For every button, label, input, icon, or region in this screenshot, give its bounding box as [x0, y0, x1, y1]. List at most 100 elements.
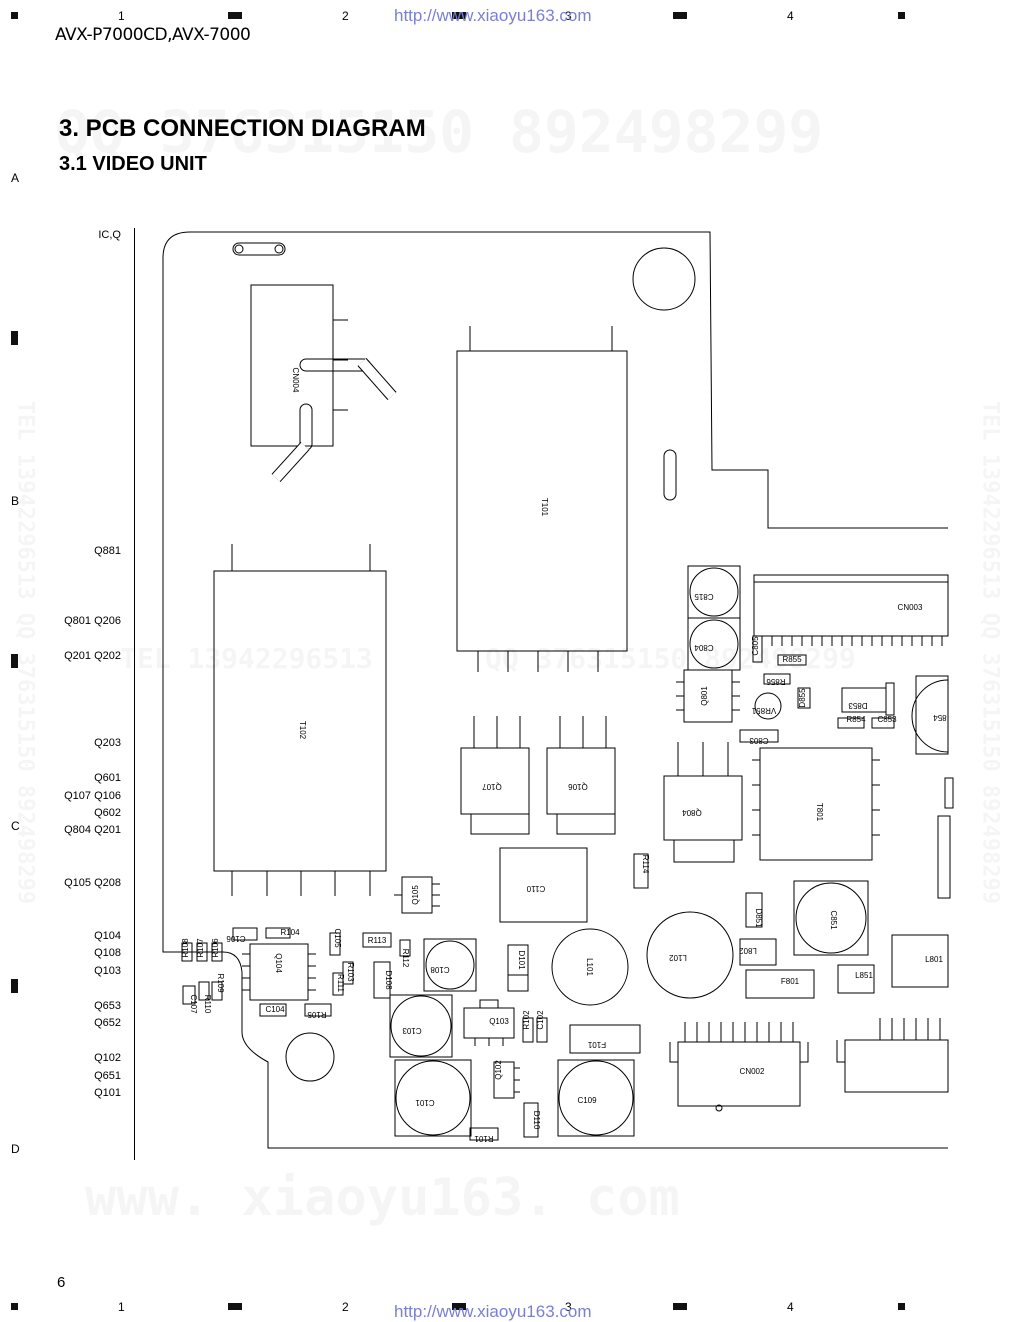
ic-q-label: Q651: [94, 1070, 121, 1082]
row-letter: C: [11, 819, 20, 833]
r107-label: R107: [196, 938, 205, 958]
ic-q-label: Q101: [94, 1087, 121, 1099]
r104-label: R104: [280, 928, 300, 937]
cn002-connector: [677, 1041, 801, 1107]
row-letter: B: [11, 494, 20, 508]
r107-resistor: [196, 942, 208, 962]
registration-mark: [898, 12, 905, 19]
l102-inductor: [646, 911, 734, 999]
r102-resistor: [522, 1017, 534, 1043]
l102-label: L102: [669, 953, 687, 962]
c106-label: C106: [226, 934, 246, 943]
registration-mark: [898, 1303, 905, 1310]
c851-label: C851: [829, 910, 838, 930]
c805-capacitor: [752, 635, 763, 663]
r856-label: R856: [766, 677, 786, 686]
r108-label: R108: [181, 938, 190, 958]
c853-capacitor: [871, 717, 895, 729]
d855-diode: [797, 687, 811, 709]
vr851-potentiometer: [754, 692, 782, 720]
ic-q-label: Q652: [94, 1017, 121, 1029]
c803-capacitor: [739, 729, 779, 743]
c102-label: C102: [536, 1010, 545, 1030]
c104-capacitor: [259, 1003, 287, 1017]
cn002-pins: [684, 1022, 794, 1042]
r103-label: R103: [346, 962, 355, 982]
c110-capacitor: [499, 847, 588, 923]
q107-label: Q107: [482, 782, 502, 791]
q107-transistor: [460, 747, 530, 815]
jumper-wire: [232, 242, 286, 256]
c854-capacitor: [915, 675, 949, 755]
ic-q-label: Q102: [94, 1052, 121, 1064]
ic-q-label: Q105 Q208: [64, 877, 121, 889]
r112-label: R112: [401, 949, 410, 968]
c104-label: C104: [265, 1005, 285, 1014]
mounting-hole: [285, 1032, 335, 1082]
q801-label: Q801: [700, 686, 709, 706]
f101-fuse: [569, 1024, 641, 1054]
q106-transistor: [546, 747, 616, 815]
c109-capacitor: [557, 1059, 635, 1137]
c853-label: C853: [877, 715, 897, 724]
r110-label: R110: [203, 995, 212, 1014]
d855-label: D855: [798, 688, 807, 708]
connector-right: [844, 1039, 949, 1093]
jumper-wire: [663, 449, 677, 501]
d108-diode: [373, 961, 391, 999]
d110-diode: [523, 1102, 539, 1138]
r106-label: R106: [211, 938, 220, 958]
t801-label: T801: [815, 803, 824, 822]
c107-label: C107: [189, 994, 198, 1014]
ic-q-label: IC,Q: [98, 229, 121, 241]
q106-label: Q106: [568, 782, 588, 791]
c110-label: C110: [526, 884, 545, 893]
d851-diode: [745, 892, 763, 928]
ic-q-label: Q653: [94, 1000, 121, 1012]
r114-resistor: [633, 853, 649, 889]
mounting-hole: [632, 247, 696, 311]
registration-mark: [452, 1303, 466, 1310]
ic-q-label: Q104: [94, 930, 121, 942]
l851-inductor: [837, 964, 875, 994]
d101-diode: [507, 944, 529, 992]
c106-capacitor: [232, 927, 258, 941]
r114-label: R114: [641, 855, 650, 874]
c105-capacitor: [329, 932, 341, 956]
c854-label: 854: [933, 713, 947, 722]
l801-inductor: [891, 934, 949, 988]
ic-q-label: Q602: [94, 807, 121, 819]
registration-mark: [228, 12, 242, 19]
c108-capacitor: [423, 938, 477, 992]
jumper-pad: [234, 244, 244, 254]
column-number: 3: [565, 9, 572, 23]
t801-transformer: [759, 747, 873, 861]
q104-pins: [242, 953, 316, 991]
subsection-title: 3.1 VIDEO UNIT: [59, 153, 207, 175]
column-number: 1: [118, 1300, 125, 1314]
ic-q-label: Q804 Q201: [64, 824, 121, 836]
row-letter: A: [11, 171, 20, 185]
registration-mark: [673, 1303, 687, 1310]
r109-resistor: [211, 981, 223, 1001]
r102-label: R102: [522, 1010, 531, 1030]
r104-resistor: [265, 927, 291, 939]
cn003-connector: [753, 574, 949, 637]
c101-label: C101: [415, 1098, 435, 1107]
l802-inductor: [739, 938, 777, 966]
registration-mark: [452, 12, 466, 19]
c105-label: C105: [333, 928, 342, 948]
source-url-bottom[interactable]: http://www.xiaoyu163.com: [394, 1302, 592, 1321]
c103-label: C103: [402, 1026, 422, 1035]
registration-mark: [11, 979, 18, 993]
t101-transformer: [456, 350, 628, 652]
r101-label: R101: [474, 1134, 494, 1143]
source-url-top[interactable]: http://www.xiaoyu163.com: [394, 6, 592, 25]
q104-transistor: [249, 943, 309, 1001]
ic-q-label: Q103: [94, 965, 121, 977]
r113-label: R113: [368, 936, 387, 945]
ic-q-label: Q881: [94, 545, 121, 557]
c804-label: C804: [694, 643, 714, 652]
q105-label: Q105: [411, 885, 420, 905]
